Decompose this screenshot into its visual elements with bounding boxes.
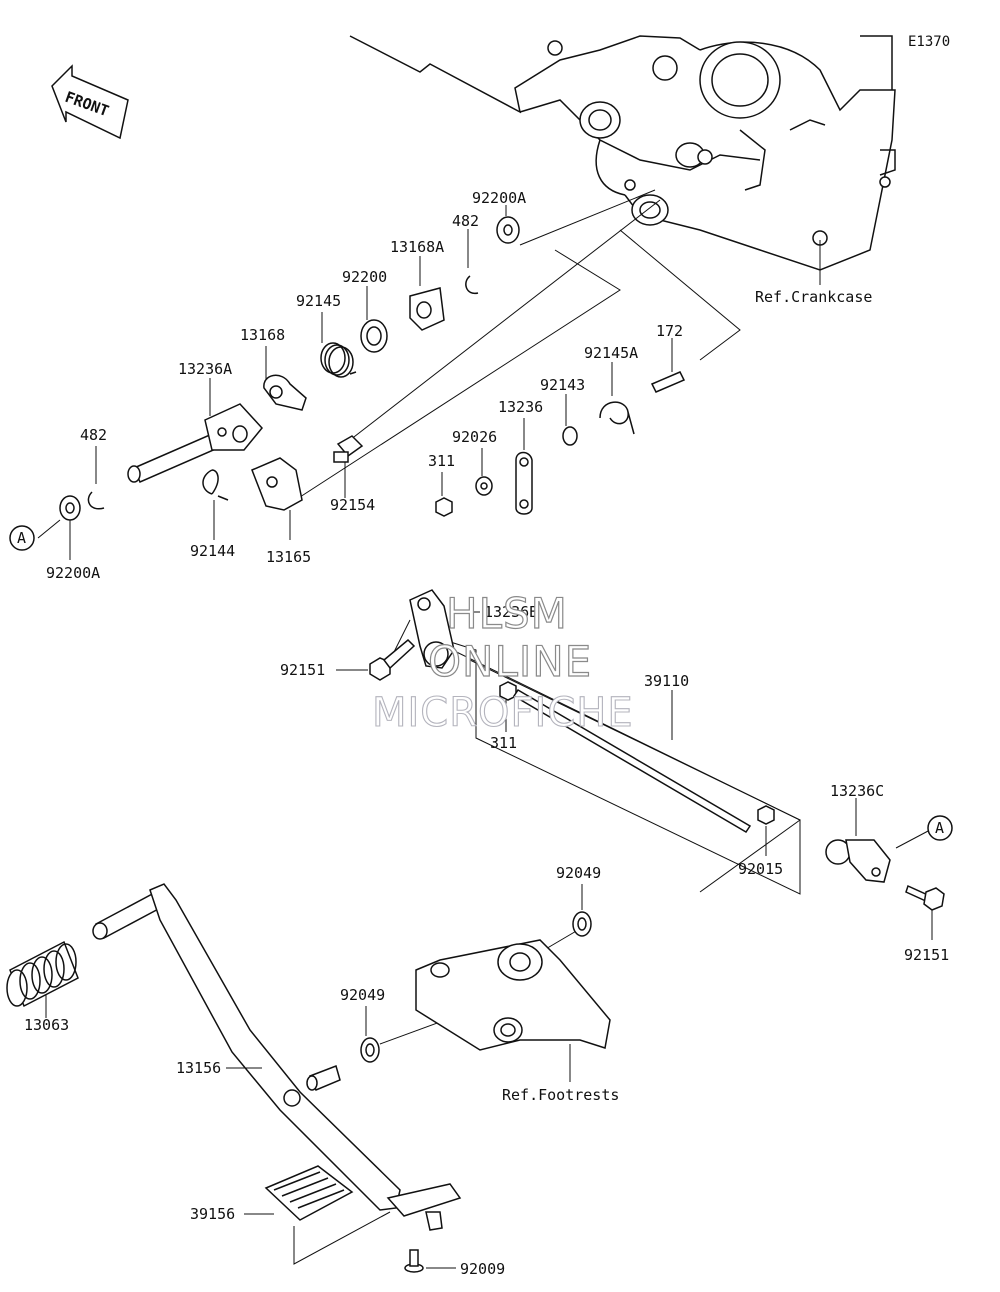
spring-92145 <box>320 342 357 378</box>
bolt-92151-left <box>369 638 416 681</box>
part-label-13165: 13165 <box>266 548 311 566</box>
lever-13236b <box>409 589 455 669</box>
circlip-482-left <box>87 491 105 510</box>
part-label-39110: 39110 <box>644 672 689 690</box>
part-label-39156: 39156 <box>190 1205 235 1223</box>
front-arrow-icon: FRONT <box>51 64 129 140</box>
callout-a-right-label: A <box>935 819 944 837</box>
bolt-92151-right <box>905 884 945 911</box>
part-label-92151-left: 92151 <box>280 661 325 679</box>
part-label-92200a-top: 92200A <box>472 189 526 207</box>
plate-13165 <box>251 457 303 511</box>
collar-92143 <box>562 426 578 446</box>
plate-13168 <box>263 374 307 411</box>
part-label-13236: 13236 <box>498 398 543 416</box>
spring-92145a <box>599 401 635 435</box>
part-label-92026: 92026 <box>452 428 497 446</box>
part-label-482-top: 482 <box>452 212 479 230</box>
watermark: HLSM ONLINE MICROFICHE <box>371 588 634 736</box>
circlip-482-top <box>465 275 479 295</box>
part-label-92143: 92143 <box>540 376 585 394</box>
nut-311-top <box>435 497 453 517</box>
part-label-482-left: 482 <box>80 426 107 444</box>
part-label-13236c: 13236C <box>830 782 884 800</box>
watermark-line2: ONLINE <box>428 637 592 686</box>
watermark-line1: HLSM <box>446 589 568 638</box>
lever-13236 <box>515 451 533 515</box>
part-label-92015: 92015 <box>738 860 783 878</box>
part-label-13236a: 13236A <box>178 360 232 378</box>
pedal-rubber-39156 <box>264 1165 354 1221</box>
part-label-13063: 13063 <box>24 1016 69 1034</box>
diagram-code: E1370 <box>908 34 950 50</box>
footrest-bracket <box>415 939 611 1051</box>
bolt-92154 <box>333 435 364 463</box>
shift-pedal-13156 <box>92 883 462 1231</box>
part-label-92144: 92144 <box>190 542 235 560</box>
part-label-311-mid: 311 <box>490 734 517 752</box>
part-label-92049-top: 92049 <box>556 864 601 882</box>
part-label-92009: 92009 <box>460 1260 505 1278</box>
screw-92009 <box>404 1249 424 1273</box>
part-label-92049-mid: 92049 <box>340 986 385 1004</box>
stud-172 <box>650 371 686 393</box>
part-label-92154: 92154 <box>330 496 375 514</box>
crankcase-drawing <box>349 35 896 271</box>
part-label-311-top: 311 <box>428 452 455 470</box>
part-label-92151-right: 92151 <box>904 946 949 964</box>
part-label-13156: 13156 <box>176 1059 221 1077</box>
shift-shaft-13236a <box>127 403 263 483</box>
callout-a-left-label: A <box>17 529 26 547</box>
spring-92144 <box>202 469 229 501</box>
callout-a-left <box>9 525 35 551</box>
part-label-172: 172 <box>656 322 683 340</box>
part-label-13168: 13168 <box>240 326 285 344</box>
part-label-13236b: 13236B <box>484 603 538 621</box>
part-label-92200a-left: 92200A <box>46 564 100 582</box>
rod-39110 <box>512 688 752 834</box>
callout-a-right <box>927 815 953 841</box>
nut-92015 <box>757 805 775 825</box>
part-label-92145a: 92145A <box>584 344 638 362</box>
watermark-line3: MICROFICHE <box>372 690 634 736</box>
ref-crankcase: Ref.Crankcase <box>755 288 872 306</box>
part-label-92145: 92145 <box>296 292 341 310</box>
rubber-13063 <box>6 940 79 1008</box>
plate-13168a <box>409 287 445 331</box>
part-label-92200: 92200 <box>342 268 387 286</box>
joint-13236c <box>825 839 891 883</box>
part-label-13168a: 13168A <box>390 238 444 256</box>
ref-footrests: Ref.Footrests <box>502 1086 619 1104</box>
